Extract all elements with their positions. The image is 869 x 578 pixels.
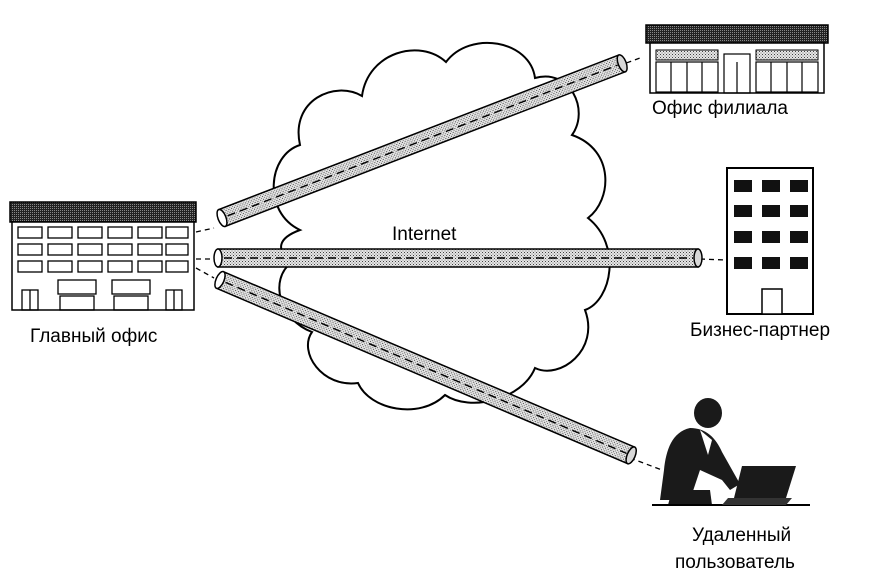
internet-cloud: Internet bbox=[272, 41, 611, 411]
storefront-icon bbox=[645, 24, 829, 94]
main-office-label: Главный офис bbox=[30, 326, 157, 347]
tunnel-to-remote bbox=[214, 270, 638, 465]
tunnel-to-branch bbox=[216, 53, 628, 228]
main-office: Главный офис bbox=[9, 201, 197, 347]
branch-office: Офис филиала bbox=[645, 24, 829, 119]
branch-office-label: Офис филиала bbox=[652, 98, 788, 119]
laptop-user-icon bbox=[652, 398, 810, 506]
connector-remote bbox=[629, 457, 663, 471]
tower-building-icon bbox=[726, 167, 814, 315]
remote-user: Удаленный пользователь bbox=[652, 398, 810, 573]
connector-main-branch bbox=[195, 227, 215, 233]
remote-user-label-line1: Удаленный bbox=[692, 525, 791, 546]
internet-label: Internet bbox=[392, 224, 457, 245]
office-building-icon bbox=[9, 201, 197, 311]
connector-partner bbox=[699, 258, 727, 261]
business-partner-label: Бизнес-партнер bbox=[690, 320, 830, 341]
remote-user-label-line2: пользователь bbox=[675, 552, 795, 573]
connector-main-remote bbox=[195, 267, 215, 279]
tunnel-to-partner bbox=[213, 248, 703, 268]
business-partner: Бизнес-партнер bbox=[690, 167, 830, 341]
